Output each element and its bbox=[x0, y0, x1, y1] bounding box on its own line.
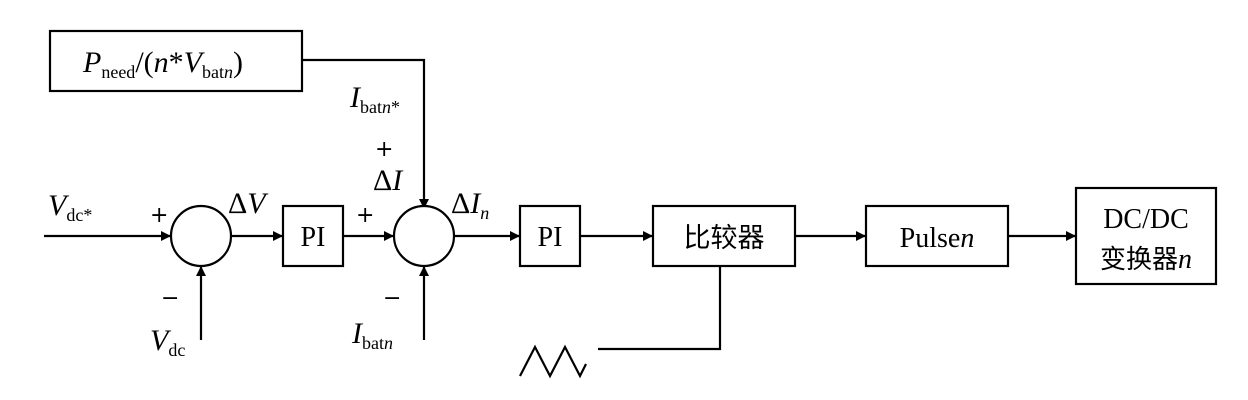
dc-voltage-feedback-label: Vdc bbox=[150, 324, 185, 360]
summing-junction-voltage bbox=[169, 204, 233, 268]
summing-junction-current bbox=[392, 204, 456, 268]
power-reference-label: Pneed/(n*Vbatn) bbox=[82, 46, 243, 82]
pulse-block bbox=[864, 204, 1010, 268]
dcdc-converter-line2: 变换器n bbox=[1100, 244, 1192, 275]
sum2-left-plus-sign: + bbox=[356, 203, 374, 228]
comparator-label: 比较器 bbox=[684, 223, 765, 254]
dc-voltage-reference-label: Vdc* bbox=[48, 189, 92, 225]
sum1-plus-sign: + bbox=[150, 203, 168, 228]
pulse-label: Pulsen bbox=[900, 223, 975, 254]
comparator-block bbox=[651, 204, 797, 268]
delta-i-label: ΔI bbox=[373, 164, 404, 197]
delta-v-label: ΔV bbox=[228, 187, 269, 220]
triangle-carrier-icon bbox=[519, 344, 587, 379]
carrier-wire bbox=[598, 266, 722, 351]
battery-current-reference-wire bbox=[302, 58, 429, 209]
dcdc-converter-line1: DC/DC bbox=[1103, 204, 1189, 235]
dcdc-converter-block bbox=[1074, 186, 1218, 286]
pi-controller-voltage-label: PI bbox=[301, 222, 326, 253]
battery-current-feedback-label: Ibatn bbox=[351, 317, 393, 353]
battery-current-reference-label: Ibatn* bbox=[349, 81, 400, 117]
sum2-top-plus-sign: + bbox=[375, 137, 393, 162]
sum1-minus-sign: − bbox=[161, 286, 179, 311]
delta-in-label: ΔIn bbox=[451, 187, 489, 223]
sum2-minus-sign: − bbox=[383, 286, 401, 311]
pi-controller-current-label: PI bbox=[538, 222, 563, 253]
power-reference-block bbox=[48, 29, 304, 93]
